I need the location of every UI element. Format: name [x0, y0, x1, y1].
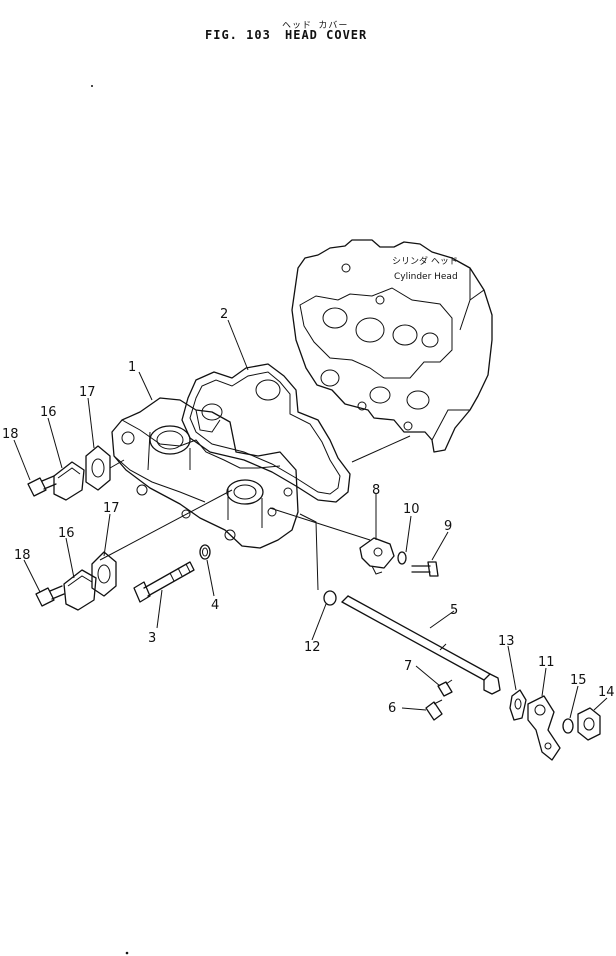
cylinder-head-note: シリンダ ヘッド Cylinder Head: [392, 255, 458, 282]
callout-5: 5: [450, 603, 458, 618]
callout-4: 4: [211, 598, 219, 613]
blind-cover-lower: [63, 569, 97, 611]
callout-labels: 1 2 3 4 5 6 7 8 9 10 11 12 13 14 15 16 1…: [2, 307, 615, 716]
callout-11: 11: [538, 655, 555, 670]
cover-gasket-upper: [85, 445, 111, 491]
callout-18-upper: 18: [2, 427, 19, 442]
callout-3: 3: [148, 631, 156, 646]
washer-15: [562, 718, 574, 734]
long-bolt: [133, 561, 195, 603]
gasket: [181, 363, 351, 503]
callout-17-upper: 17: [79, 385, 96, 400]
callout-12: 12: [304, 640, 321, 655]
cover-bolt-lower: [35, 585, 65, 607]
callout-14: 14: [598, 685, 615, 700]
callout-7: 7: [404, 659, 412, 674]
nut-14: [577, 707, 601, 741]
callout-13: 13: [498, 634, 515, 649]
callout-1: 1: [128, 360, 136, 375]
shaft: [341, 595, 501, 695]
washer-13: [509, 689, 527, 721]
head-cover: [111, 397, 299, 549]
washer-10: [397, 551, 407, 565]
callout-9: 9: [444, 519, 452, 534]
lever: [527, 695, 561, 761]
callout-2: 2: [220, 307, 228, 322]
cylinder-head: [291, 239, 493, 453]
o-ring: [323, 590, 337, 606]
note-english: Cylinder Head: [394, 272, 458, 282]
figure-number: FIG. 103: [205, 28, 271, 42]
callout-8: 8: [372, 483, 380, 498]
callout-leaders: [13, 319, 608, 719]
screw-6: [425, 699, 443, 721]
cover-gasket-lower: [91, 551, 117, 597]
screw-7: [437, 679, 453, 697]
blind-cover-upper: [53, 461, 85, 501]
figure-title: HEAD COVER: [285, 28, 368, 42]
callout-16-lower: 16: [58, 526, 75, 541]
bracket: [359, 537, 395, 575]
assembly-lines: [99, 435, 411, 591]
callout-16-upper: 16: [40, 405, 57, 420]
cover-bolt-upper: [27, 475, 57, 497]
callout-6: 6: [388, 701, 396, 716]
callout-15: 15: [570, 673, 587, 688]
callout-10: 10: [403, 502, 420, 517]
note-japanese: シリンダ ヘッド: [392, 255, 458, 267]
callout-17-lower: 17: [103, 501, 120, 516]
callout-18-lower: 18: [14, 548, 31, 563]
title-japanese: ヘッド カバー: [282, 21, 349, 31]
lock-washer: [199, 544, 211, 560]
bolt-9: [411, 561, 439, 577]
